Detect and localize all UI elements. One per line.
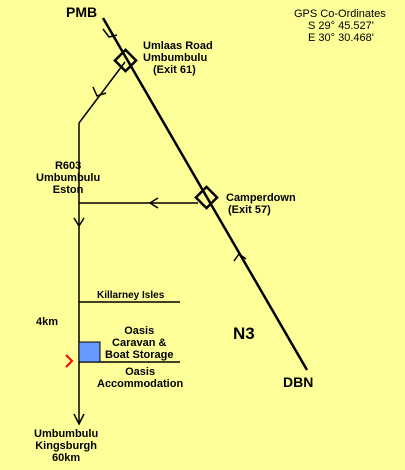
label-r603: R603 Umbumbulu Eston [36,160,100,196]
umlaas-line2: Umbumbulu [143,52,208,64]
arrow-r603-down-2 [73,413,85,426]
r603-line2: Umbumbulu [36,172,101,184]
umlaas-line3: (Exit 61) [153,64,196,76]
gps-coordinates: GPS Co-Ordinates S 29° 45.527' E 30° 30.… [294,8,386,44]
camperdown-line1: Camperdown [226,192,296,204]
label-pmb: PMB [66,4,98,20]
umlaas-offramp [78,61,126,124]
label-kingsburgh: Umbumbulu Kingsburgh 60km [34,428,98,464]
gps-title: GPS Co-Ordinates [294,8,386,20]
kingsburgh-line3: 60km [52,452,81,464]
camperdown-line2: (Exit 57) [228,204,271,216]
arrow-r603-down-1 [73,217,85,228]
umlaas-interchange [113,48,138,73]
label-4km: 4km [36,316,59,328]
oasis-line2: Caravan & [112,337,167,349]
oasis-line3: Boat Storage [105,349,174,361]
label-umlaas-road: Umlaas Road Umbumbulu (Exit 61) [143,40,213,76]
arrow-pmb-southbound [102,28,118,38]
oasis-accom-line1: Oasis [125,366,156,378]
kingsburgh-line2: Kingsburgh [35,440,97,452]
n3-highway [101,17,309,371]
gps-south: S 29° 45.527' [308,20,374,32]
arrow-n3-northbound [233,252,247,262]
arrow-offramp [92,86,107,97]
label-killarney-isles: Killarney Isles [97,290,165,301]
label-dbn: DBN [283,374,314,390]
r603-line3: Eston [52,184,84,196]
label-n3: N3 [233,324,255,343]
label-camperdown: Camperdown (Exit 57) [226,192,296,216]
r603-line1: R603 [54,160,82,172]
oasis-line1: Oasis [124,325,155,337]
umlaas-line1: Umlaas Road [143,40,213,52]
camperdown-interchange [194,185,219,210]
kingsburgh-line1: Umbumbulu [34,428,99,440]
oasis-accom-line2: Accommodation [97,378,184,390]
oasis-marker [78,341,101,363]
arrow-camperdown-west [148,197,159,209]
label-oasis-accommodation: Oasis Accommodation [97,366,183,390]
label-oasis-storage: Oasis Caravan & Boat Storage [105,325,173,361]
gps-east: E 30° 30.468' [308,32,374,44]
location-pointer-icon [65,354,74,368]
